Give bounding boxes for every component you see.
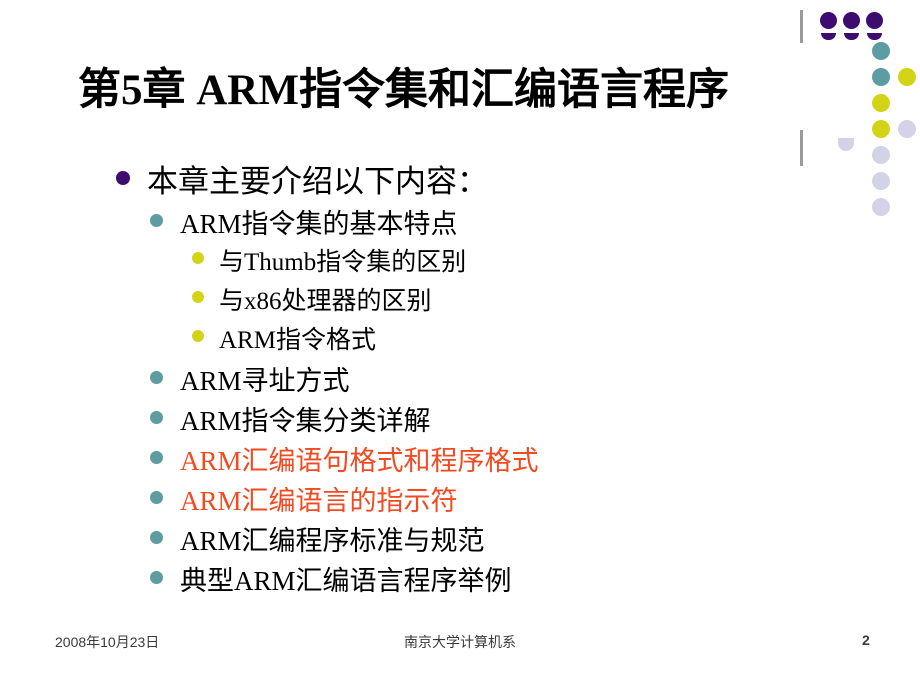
bullet-dot-teal [150, 531, 163, 544]
deco-dot-teal-1 [872, 42, 890, 60]
bullet-dot-teal [150, 411, 163, 424]
bullet-dot-teal [150, 214, 163, 227]
outline-item-label: ARM汇编语句格式和程序格式 [180, 446, 539, 476]
outline-item: 与x86处理器的区别 [0, 281, 820, 320]
bullet-dot-teal [150, 451, 163, 464]
page-title: 第5章 ARM指令集和汇编语言程序 [78, 67, 729, 114]
outline-item-label: 与Thumb指令集的区别 [219, 249, 467, 276]
deco-dot-olive-2 [872, 120, 890, 138]
outline-item-intro: 本章主要介绍以下内容： [0, 156, 820, 202]
outline-item: ARM汇编程序标准与规范 [0, 519, 820, 559]
outline-item-label: 与x86处理器的区别 [219, 288, 432, 315]
bullet-dot-purple [116, 171, 130, 185]
outline-item-label: ARM指令集的基本特点 [180, 209, 458, 239]
outline-item-label: 本章主要介绍以下内容： [147, 164, 488, 199]
deco-dot-purple-3 [866, 12, 883, 29]
outline-item-label: ARM寻址方式 [180, 366, 350, 396]
deco-dot-teal-2 [872, 68, 890, 86]
decorative-vertical-line-bottom [800, 130, 803, 166]
deco-dot-lavender-1 [872, 146, 890, 164]
outline-item-label: 典型ARM汇编语言程序举例 [180, 566, 512, 596]
deco-dot-olive-1 [872, 94, 890, 112]
outline-item-label: ARM指令格式 [219, 327, 376, 354]
outline-item-label: ARM汇编语言的指示符 [180, 486, 458, 516]
deco-dot-purple-2 [843, 12, 860, 29]
deco-dot-lavender-3 [872, 198, 890, 216]
bullet-dot-teal [150, 491, 163, 504]
outline-list: 本章主要介绍以下内容： ARM指令集的基本特点 与Thumb指令集的区别 与x8… [0, 156, 820, 599]
bullet-dot-olive [192, 252, 204, 264]
footer-organization: 南京大学计算机系 [404, 634, 516, 650]
decorative-dot-motif [790, 0, 920, 216]
outline-item-label: ARM指令集分类详解 [180, 406, 431, 436]
outline-item-highlighted: ARM汇编语言的指示符 [0, 479, 820, 519]
outline-item: ARM寻址方式 [0, 359, 820, 399]
deco-dot-lavender-2 [872, 172, 890, 190]
bullet-dot-olive [192, 291, 204, 303]
outline-item: 与Thumb指令集的区别 [0, 242, 820, 281]
outline-item: ARM指令集的基本特点 [0, 202, 820, 242]
decorative-vertical-line-top [800, 10, 803, 43]
deco-dot-olive-side [898, 68, 916, 86]
bullet-dot-teal [150, 571, 163, 584]
deco-arc-purple-3 [867, 33, 882, 40]
bullet-dot-olive [192, 330, 204, 342]
footer-page-number: 2 [862, 632, 870, 648]
slide-footer: 2008年10月23日 南京大学计算机系 2 [0, 632, 920, 656]
outline-item: ARM指令集分类详解 [0, 399, 820, 439]
deco-arc-purple-2 [844, 33, 859, 40]
footer-date: 2008年10月23日 [55, 634, 160, 650]
bullet-dot-teal [150, 371, 163, 384]
deco-dot-lavender-side [898, 120, 916, 138]
outline-item-highlighted: ARM汇编语句格式和程序格式 [0, 439, 820, 479]
deco-dot-purple-1 [820, 12, 837, 29]
outline-item: 典型ARM汇编语言程序举例 [0, 559, 820, 599]
deco-halfdot-lavender [838, 138, 854, 151]
deco-arc-purple-1 [821, 33, 836, 40]
outline-item: ARM指令格式 [0, 320, 820, 359]
outline-item-label: ARM汇编程序标准与规范 [180, 526, 485, 556]
